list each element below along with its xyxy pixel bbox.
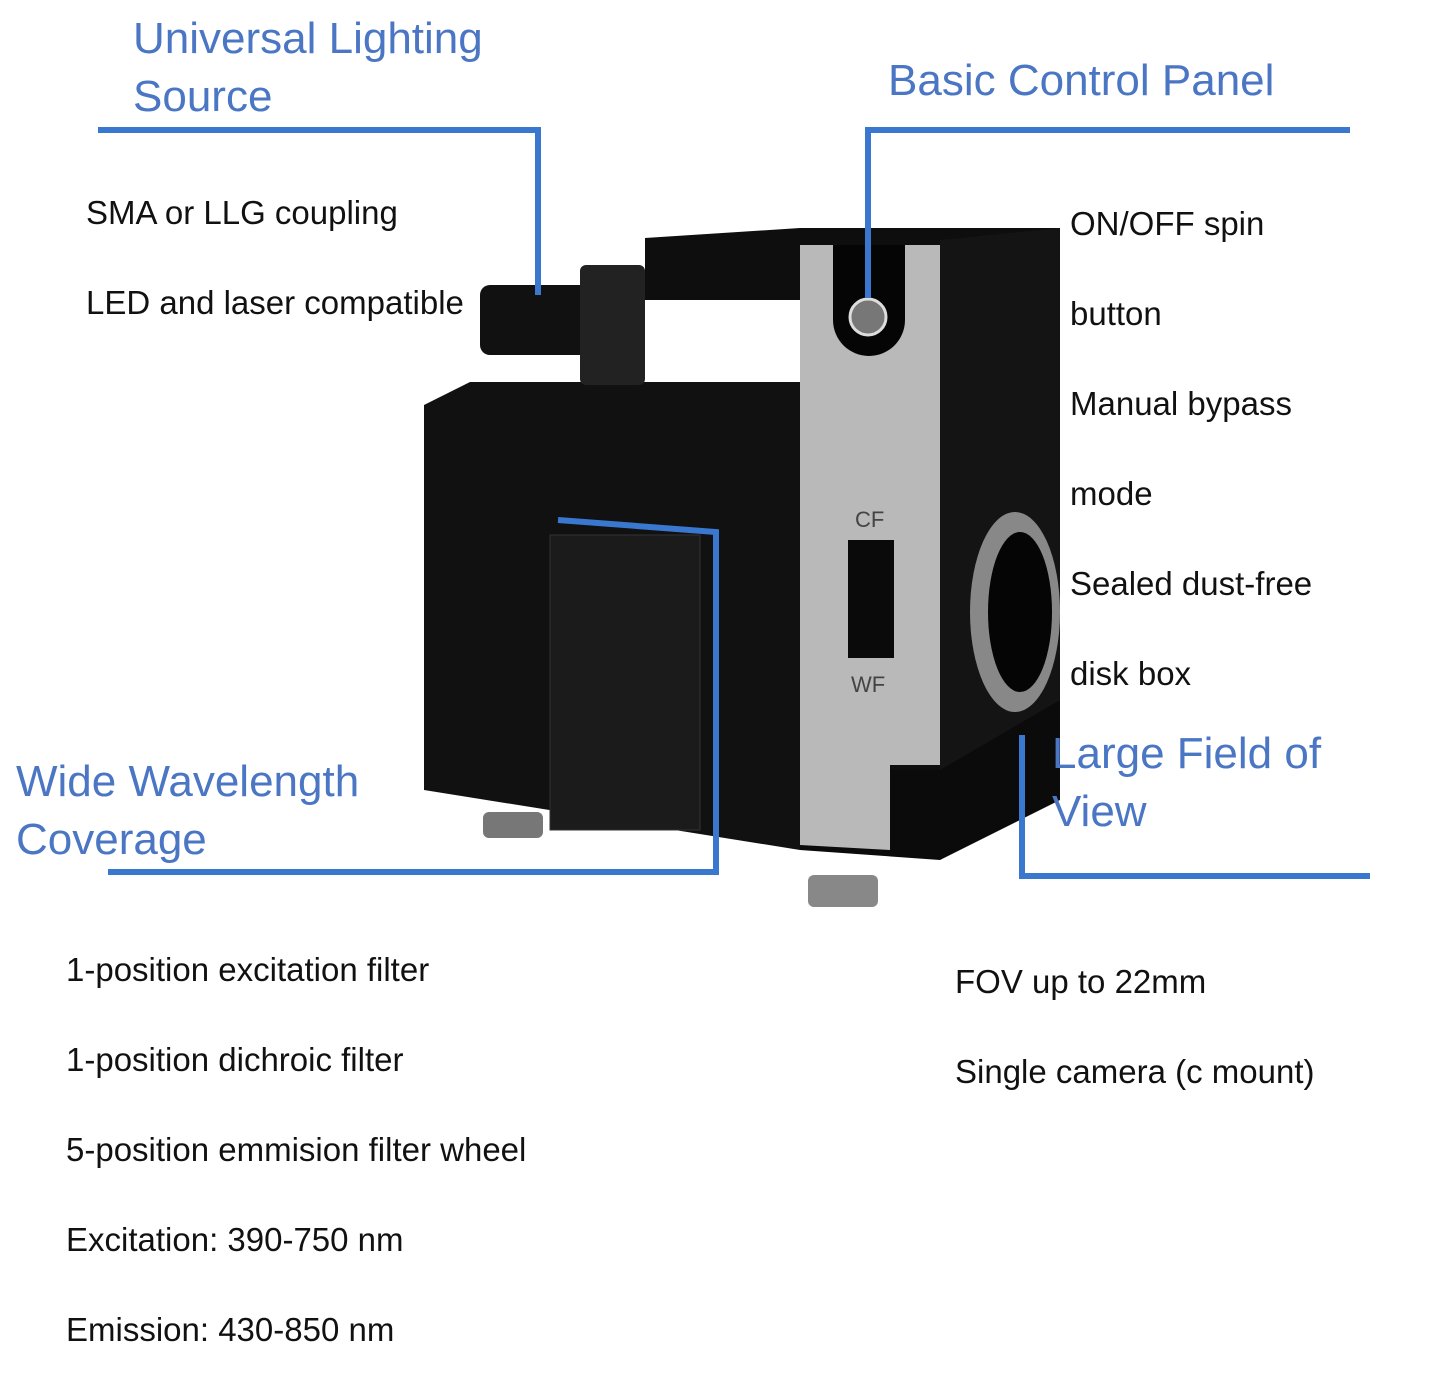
control-desc-line: mode <box>1070 475 1153 512</box>
foot <box>483 812 543 838</box>
device-illustration: CF WF <box>98 127 1370 907</box>
lighting-title: Universal Lighting Source <box>133 10 483 126</box>
switch-label-cf: CF <box>855 507 884 532</box>
callout-line-wavelength <box>108 517 719 875</box>
wavelength-title-line1: Wide Wavelength <box>16 757 360 806</box>
wavelength-desc-line: Excitation: 390-750 nm <box>66 1221 404 1258</box>
wavelength-desc-line: 1-position dichroic filter <box>66 1041 404 1078</box>
lighting-desc-line: LED and laser compatible <box>86 284 464 321</box>
mode-switch <box>848 540 894 658</box>
fov-desc-line: Single camera (c mount) <box>955 1053 1315 1090</box>
wavelength-desc-line: 1-position excitation filter <box>66 951 430 988</box>
light-coupler <box>480 285 590 355</box>
lighting-title-line2: Source <box>133 72 273 121</box>
control-title: Basic Control Panel <box>888 56 1275 105</box>
control-desc-line: ON/OFF spin <box>1070 205 1265 242</box>
foot <box>808 875 878 907</box>
fov-title: Large Field of View <box>1052 725 1321 841</box>
callout-line-control <box>865 127 1350 298</box>
switch-label-wf: WF <box>851 672 885 697</box>
fov-title-line2: View <box>1052 787 1147 836</box>
wavelength-desc-line: 5-position emmision filter wheel <box>66 1131 527 1168</box>
callout-line-lighting <box>98 127 541 295</box>
control-desc-line: Manual bypass <box>1070 385 1292 422</box>
control-desc-line: Sealed dust-free <box>1070 565 1313 602</box>
fov-desc: FOV up to 22mm Single camera (c mount) <box>955 914 1314 1139</box>
fov-desc-line: FOV up to 22mm <box>955 963 1207 1000</box>
wavelength-title: Wide Wavelength Coverage <box>16 753 359 869</box>
filter-panel <box>549 534 701 831</box>
lighting-title-line1: Universal Lighting <box>133 14 483 63</box>
wavelength-title-line2: Coverage <box>16 815 207 864</box>
lighting-desc: SMA or LLG coupling LED and laser compat… <box>86 145 464 370</box>
lighting-desc-line: SMA or LLG coupling <box>86 194 398 231</box>
power-button <box>848 297 888 337</box>
fov-title-line1: Large Field of <box>1052 729 1322 778</box>
control-desc: ON/OFF spin button Manual bypass mode Se… <box>1070 156 1312 741</box>
control-desc-line: button <box>1070 295 1162 332</box>
control-desc-line: disk box <box>1070 655 1192 692</box>
callout-line-fov <box>1019 735 1370 879</box>
wavelength-desc-line: Emission: 430-850 nm <box>66 1311 395 1348</box>
light-coupler-knurl <box>580 265 645 385</box>
wavelength-desc: 1-position excitation filter 1-position … <box>66 902 526 1397</box>
camera-port-inner <box>988 532 1052 692</box>
